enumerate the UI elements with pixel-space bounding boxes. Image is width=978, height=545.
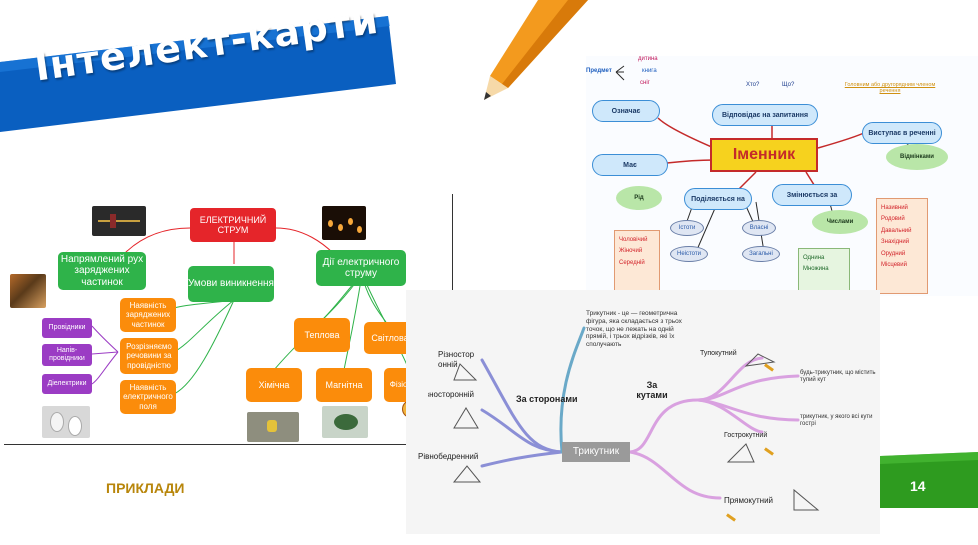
by-sides-label: За сторонами [516,394,578,404]
node-denotes: Означає [592,100,660,122]
acute-description: трикутник, у якого всі кути гострі [800,414,873,428]
node-function: Виступає в реченні [862,122,942,144]
gender-item-2: Жіночий [619,248,643,255]
title-banner [0,16,396,132]
sides-type-scalene: Різностор онній [438,350,475,370]
gender-item-3: Середній [619,259,645,266]
electric-right-node: Дії електричного струму [316,250,406,286]
cloud-gender: Рід [616,186,662,210]
node-has: Має [592,154,668,176]
triangle-center-node: Трикутник [562,442,630,462]
node-answers: Відповідає на запитання [712,104,818,126]
effect-node-teplova: Теплова [294,318,350,352]
photo-electrolysis [247,412,299,442]
object-example-2: книга [642,68,657,74]
division-alive: Істоти [670,220,704,236]
angles-type-acute: Гострокутний [724,432,768,439]
member-note: Головним або другорядним членом речення [844,82,936,94]
electric-center-node: ЕЛЕКТРИЧНИЙ СТРУМ [190,208,276,242]
photo-wires [10,274,46,308]
pencil-icon [484,0,588,100]
case-item-5: Орудний [881,250,906,257]
condition-node-1: Наявність заряджених частинок [120,298,176,332]
noun-center-node: Іменник [710,138,818,172]
electric-middle-node: Умови виникнення [188,266,274,302]
photo-magnet [322,406,368,438]
triangle-map-panel: Трикутник - це — геометрична фігура, яка… [406,290,880,534]
sides-type-isosceles: Рівнобедренний [418,452,479,461]
electric-left-node: Напрямлений рух заряджених частинок [58,252,146,290]
examples-label: ПРИКЛАДИ [106,480,185,496]
object-example-3: сніг [640,80,650,86]
material-node-1: Провідники [42,318,92,338]
number-item-2: Множина [803,266,829,273]
case-item-2: Родовий [881,216,905,223]
effect-node-magnitna: Магнітна [316,368,372,402]
condition-node-2: Розрізняємо речовини за провідністю [120,338,178,374]
case-item-6: Місцевий [881,261,907,268]
gender-item-1: Чоловічий [619,237,648,243]
node-divides: Поділяється на [684,188,752,210]
page-number-badge [880,452,978,508]
page-number: 14 [910,478,926,494]
effect-node-khimichna: Хімічна [246,368,302,402]
angles-type-obtuse: Тупокутний [700,350,737,357]
noun-map-panel: Предмет дитина книга сніг Хто? Що? Голов… [586,56,978,296]
division-common: Загальні [742,246,780,262]
photo-circuit [92,206,146,236]
cloud-cases: Відмінками [886,144,948,170]
object-example-1: дитина [638,56,658,62]
material-node-3: Діелектрики [42,374,92,394]
cases-scroll: Називний Родовий Давальний Знахідний Ору… [876,198,928,294]
number-item-1: Однина [803,255,825,261]
division-proper: Власні [742,220,776,236]
material-node-2: Напів-провідники [42,344,92,366]
triangle-map-connectors [452,326,820,511]
question-what: Що? [782,82,795,88]
triangle-definition: Трикутник - це — геометрична фігура, яка… [586,310,682,349]
photo-lamps [322,206,366,240]
condition-node-3: Наявність електричного поля [120,380,176,414]
object-label: Предмет [586,68,612,74]
question-who: Хто? [746,82,760,88]
case-item-1: Називний [881,205,908,211]
number-scroll: Однина Множина [798,248,850,292]
case-item-4: Знахідний [881,239,910,246]
division-nonalive: Неістоти [670,246,708,262]
photo-insulators [42,406,90,438]
case-item-3: Давальний [881,227,912,234]
by-angles-label: За кутами [636,380,668,400]
electric-map-panel: ЕЛЕКТРИЧНИЙ СТРУМ Напрямлений рух зарядж… [4,194,453,445]
angles-type-right: Прямокутний [724,496,773,505]
cloud-numbers: Числами [812,210,868,234]
node-changes: Змінюється за [772,184,852,206]
sides-type-equilateral: Рівносторонній [428,390,474,399]
obtuse-description: будь-трикутник, що містить тупий кут [800,370,876,384]
gender-scroll: Чоловічий Жіночий Середній [614,230,660,296]
